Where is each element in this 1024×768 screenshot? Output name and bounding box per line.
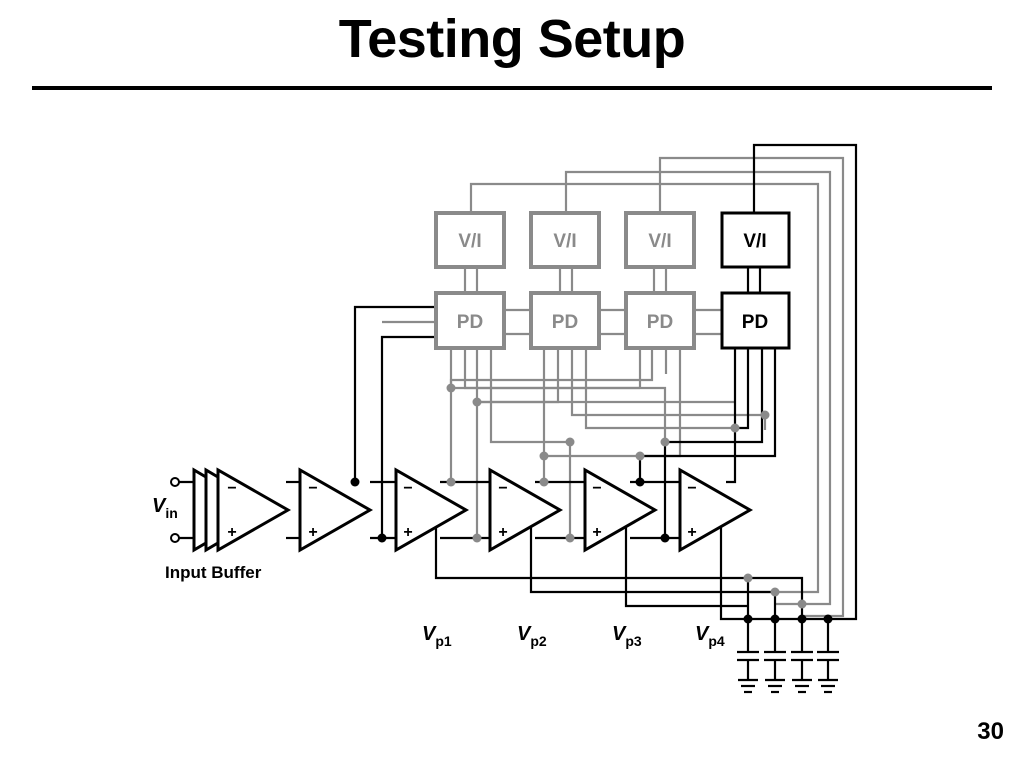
stage-label-p4: Vp4 (695, 623, 725, 649)
svg-text:−: − (687, 480, 696, 497)
svg-text:V/I: V/I (743, 231, 766, 252)
svg-text:PD: PD (647, 312, 673, 333)
amplifier-stage-2: − + (488, 467, 564, 553)
capacitor-4 (817, 650, 839, 694)
capacitor-3 (791, 650, 813, 694)
slide-title: Testing Setup (338, 9, 686, 69)
amplifier-stage-0: − + (298, 467, 374, 553)
vi-block-1: V/I (434, 211, 506, 269)
svg-text:+: + (498, 524, 507, 541)
stage-label-p1: Vp1 (422, 623, 452, 649)
svg-text:+: + (227, 524, 236, 541)
capacitor-bank (737, 650, 839, 694)
svg-text:V/I: V/I (458, 231, 481, 252)
svg-text:−: − (308, 480, 317, 497)
vi-block-2: V/I (529, 211, 601, 269)
amplifier-stage-3: − + (583, 467, 659, 553)
svg-text:PD: PD (742, 312, 768, 333)
amplifier-stage-1: − + (394, 467, 470, 553)
svg-text:−: − (498, 480, 507, 497)
junction-dots (350, 383, 833, 624)
svg-text:−: − (592, 480, 601, 497)
capacitor-1 (737, 650, 759, 694)
vi-block-3: V/I (624, 211, 696, 269)
svg-text:+: + (687, 524, 696, 541)
svg-text:V/I: V/I (648, 231, 671, 252)
pd-block-1: PD (434, 291, 506, 350)
input-label: Vin (152, 495, 178, 521)
pd-block-3: PD (624, 291, 696, 350)
svg-text:−: − (403, 480, 412, 497)
input-buffer-label: Input Buffer (165, 563, 262, 582)
stage-label-p3: Vp3 (612, 623, 642, 649)
vi-block-4: V/I (720, 211, 791, 269)
signal-wires-black (175, 268, 830, 652)
stage-label-p2: Vp2 (517, 623, 547, 649)
input-terminal-top (170, 477, 180, 487)
svg-text:V/I: V/I (553, 231, 576, 252)
input-buffer: − + (192, 467, 292, 553)
svg-text:+: + (592, 524, 601, 541)
input-terminal-bottom (170, 533, 180, 543)
svg-text:PD: PD (552, 312, 578, 333)
svg-text:−: − (227, 480, 236, 497)
svg-text:+: + (308, 524, 317, 541)
svg-text:PD: PD (457, 312, 483, 333)
svg-text:+: + (403, 524, 412, 541)
pd-block-2: PD (529, 291, 601, 350)
title-divider (32, 86, 992, 90)
capacitor-2 (764, 650, 786, 694)
amplifier-stage-4: − + (678, 467, 754, 553)
feedback-wire-active (752, 143, 858, 621)
pd-block-4: PD (720, 291, 791, 350)
page-number: 30 (977, 718, 1004, 745)
